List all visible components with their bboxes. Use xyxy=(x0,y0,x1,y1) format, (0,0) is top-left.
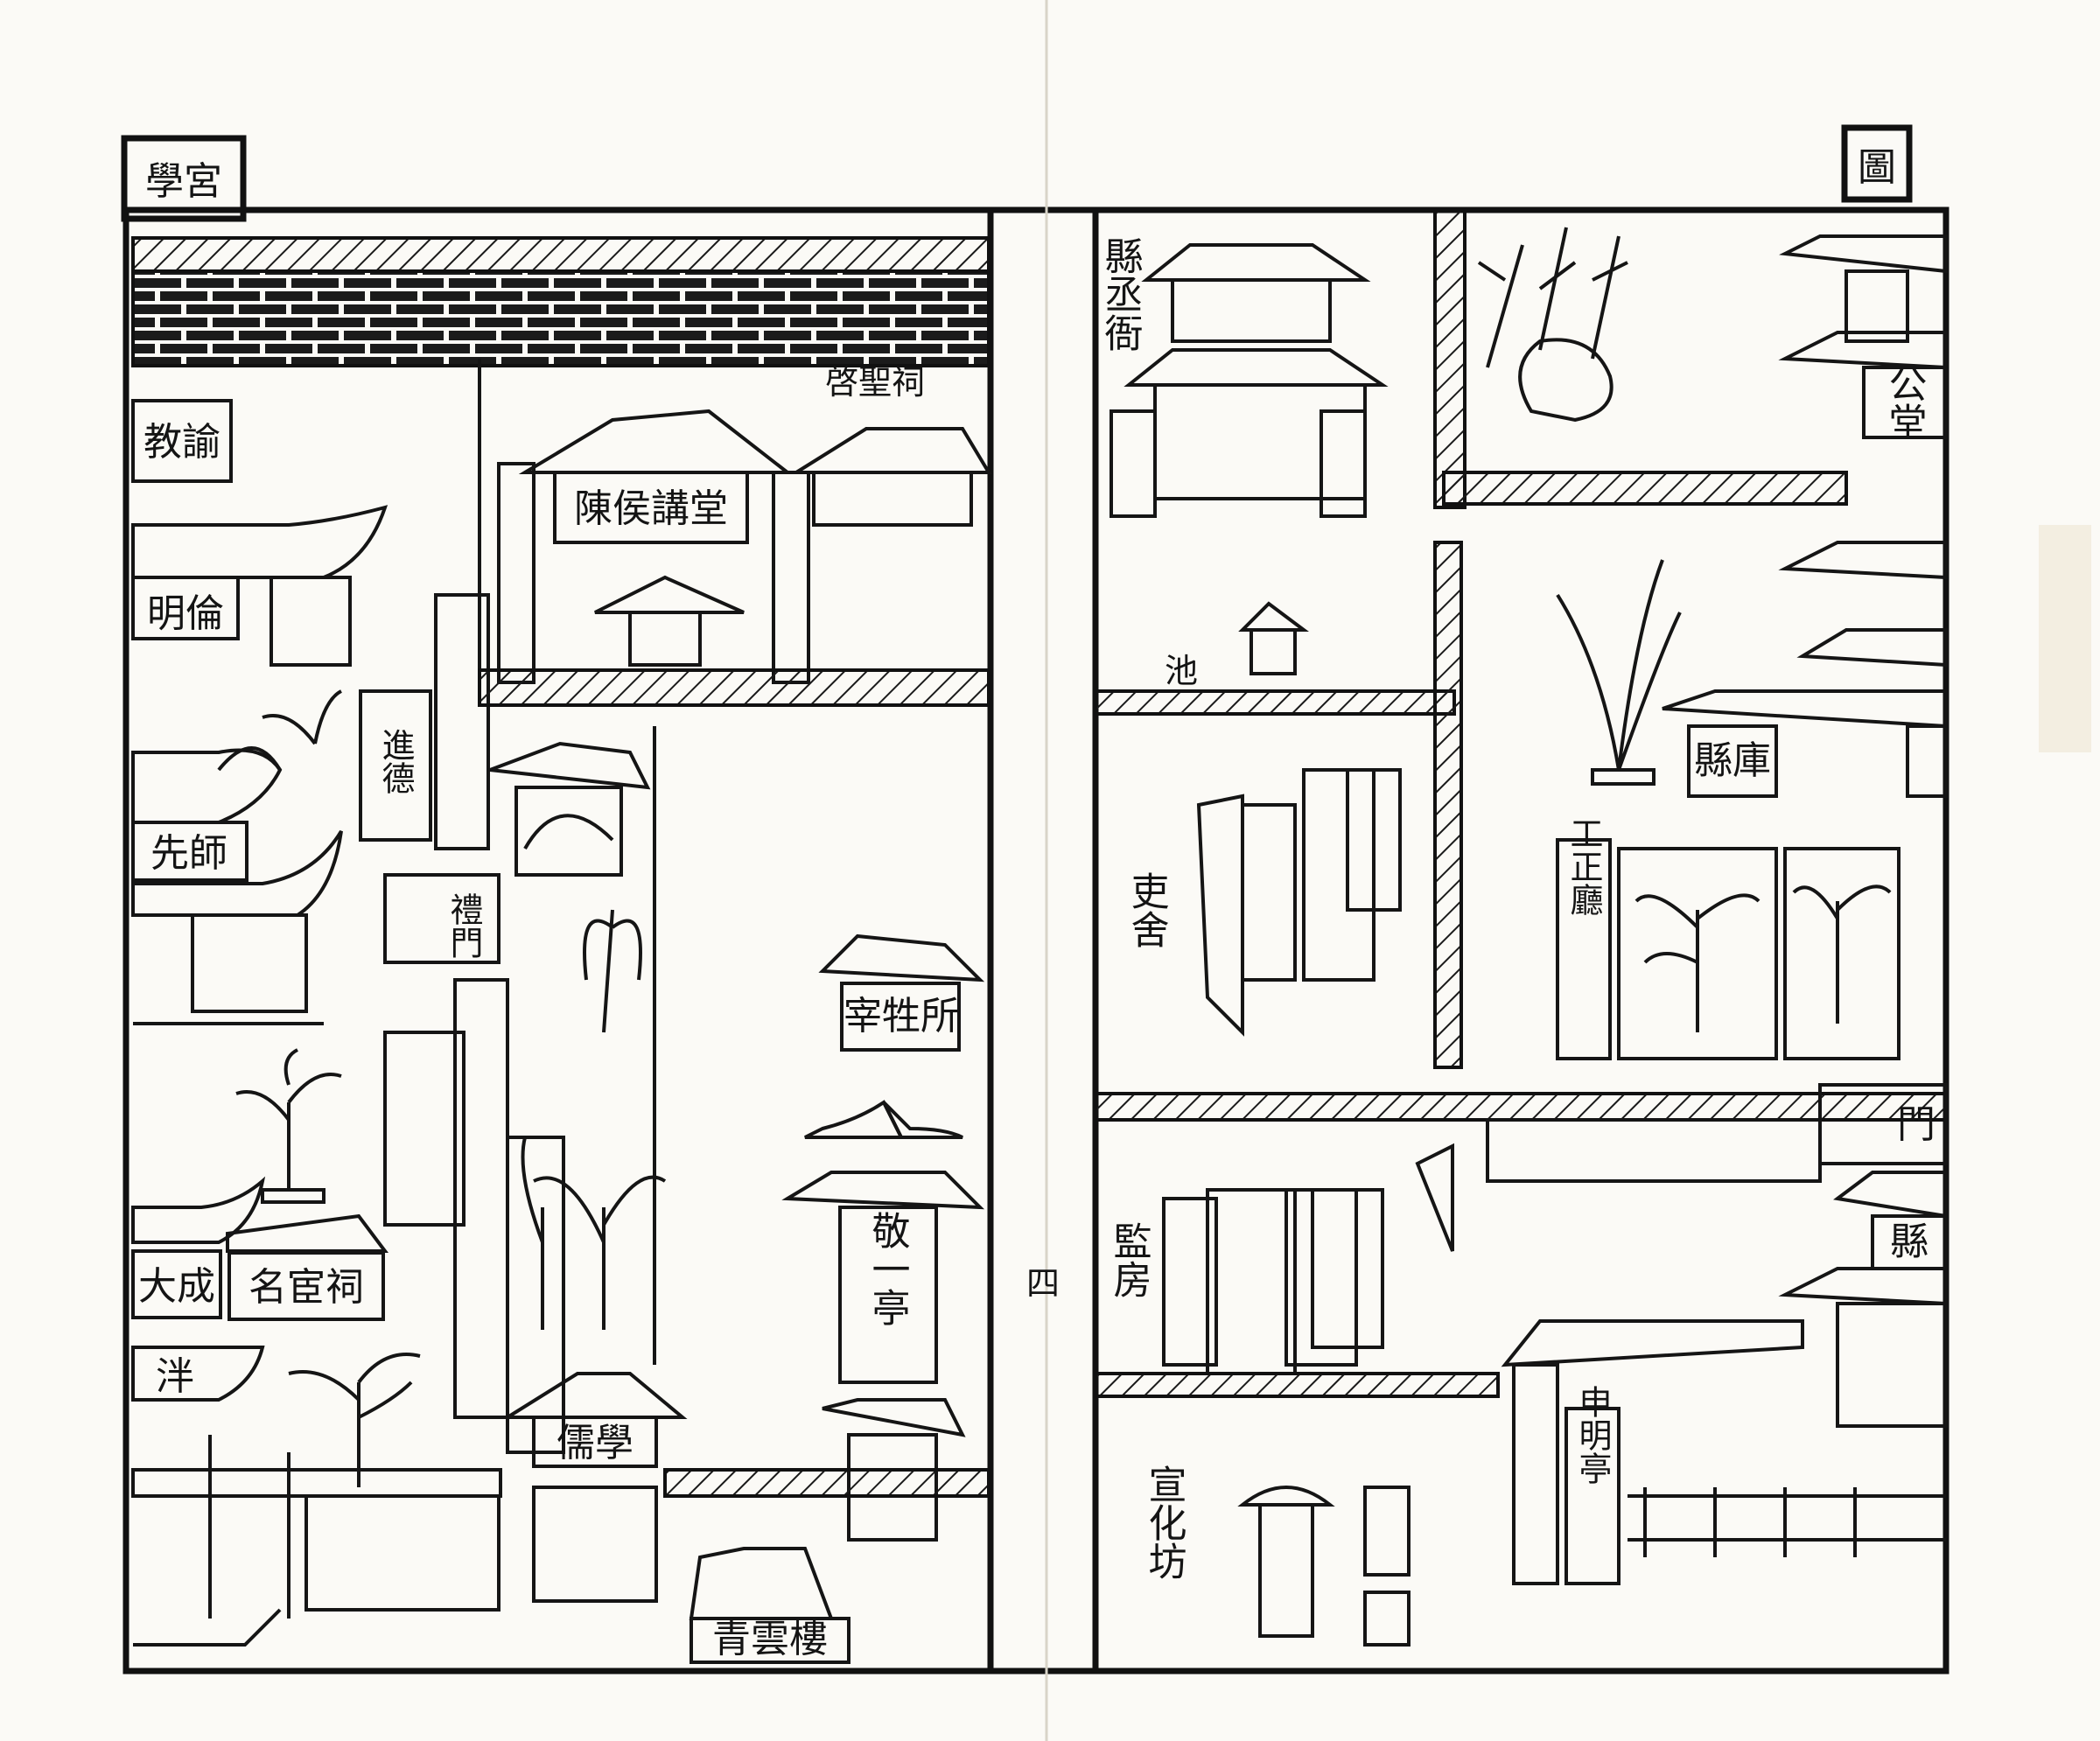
label-xian-shi: 先師 xyxy=(150,831,228,876)
li-she: 吏舍 xyxy=(1124,768,1402,1037)
road-block xyxy=(1486,1118,1822,1183)
south-wall-right xyxy=(1094,1372,1500,1398)
label-xuan-hua-fang: 宣化坊 xyxy=(1142,1465,1186,1580)
label-chen-hou-jiang-tang: 陳侯講堂 xyxy=(574,486,728,531)
xian-ku: 縣庫 xyxy=(1662,689,1948,798)
li-men-gate: 禮門 xyxy=(383,873,500,964)
label-qing-yun-lou: 青雲樓 xyxy=(712,1617,828,1661)
label-xian-cheng-ya: 縣丞衙 xyxy=(1098,236,1144,352)
chen-hou-lecture-hall: 陳侯講堂 xyxy=(478,359,810,684)
willow-tree xyxy=(1556,559,1682,786)
gong-tang: 公堂 xyxy=(1778,234,1948,668)
north-wall xyxy=(131,236,990,367)
ru-xue-gate: 儒學 xyxy=(501,1372,688,1603)
label-jin-de: 進德 xyxy=(376,728,415,794)
xian-shi-hall: 先師 xyxy=(131,746,343,1025)
label-qi-sheng-ci: 啓聖祠 xyxy=(825,363,925,402)
tree-left-1 xyxy=(235,1048,342,1204)
pine-trees xyxy=(1617,847,1900,1060)
fold-mark: 四 xyxy=(1026,1264,1060,1303)
tab-right-label: 圖 xyxy=(1858,145,1896,190)
label-jing-ting: 敬一亭 xyxy=(865,1211,910,1326)
qi-sheng-ci: 啓聖祠 xyxy=(790,363,992,527)
tree-willow xyxy=(583,909,642,1033)
label-jian-fang: 監房 xyxy=(1107,1221,1152,1298)
label-jiao-yu: 教諭 xyxy=(144,420,220,465)
xuan-hua-fang-archway: 宣化坊 xyxy=(1142,1465,1410,1647)
south-wall-left xyxy=(663,1468,990,1498)
gong-zheng-ting: 工正廳 xyxy=(1556,816,1612,1060)
south-fence-left xyxy=(131,1435,502,1647)
qing-yun-lou: 青雲樓 xyxy=(689,1547,850,1664)
label-da-cheng: 大成 xyxy=(138,1264,215,1309)
ci-hua-pond: 池 xyxy=(1094,601,1456,716)
tree-court xyxy=(521,1136,667,1330)
west-wall-right xyxy=(1433,208,1466,509)
zhai-sheng-suo: 宰牲所 xyxy=(818,933,985,1052)
label-xian-ku: 縣庫 xyxy=(1694,738,1771,783)
label-gong-zheng-ting: 工正廳 xyxy=(1564,816,1603,916)
label-chi: 池 xyxy=(1165,652,1198,690)
tab-right-box: 圖 xyxy=(1841,124,1913,203)
ming-huan-ci: 名宦祠 xyxy=(226,1213,388,1321)
label-li-she: 吏舍 xyxy=(1124,871,1169,948)
tree-left-2 xyxy=(262,689,343,745)
inner-wall-right xyxy=(1433,541,1463,1069)
tab-left-label: 學宮 xyxy=(145,159,222,204)
ji-men-gate xyxy=(489,726,656,1365)
jian-fang: 監房 xyxy=(1107,1143,1454,1375)
tab-left-box: 學宮 xyxy=(121,135,247,222)
label-zhai-sheng-suo: 宰牲所 xyxy=(844,994,959,1038)
xian-gate: 縣 xyxy=(1778,1171,1948,1428)
jiao-yu-building: 教諭 xyxy=(131,399,233,483)
xian-cheng-ya: 縣丞衙 xyxy=(1098,236,1389,518)
mid-wall-right xyxy=(1442,471,1848,506)
label-ming-lun: 明倫 xyxy=(147,591,224,636)
label-li-men: 禮門 xyxy=(444,892,483,959)
label-men: 門 xyxy=(1897,1102,1936,1147)
shen-ming-ting: 申明亭 xyxy=(1501,1319,1946,1585)
label-gong-tang: 公堂 xyxy=(1882,364,1927,441)
label-pan: 泮 xyxy=(156,1354,194,1399)
middle-wall xyxy=(478,668,990,707)
label-xian: 縣 xyxy=(1890,1220,1928,1264)
map-frame xyxy=(122,206,1950,1675)
jin-de-hall: 進德 xyxy=(359,593,490,850)
label-shen-ming-ting: 申明亭 xyxy=(1573,1385,1612,1485)
jing-ting-pavilion: 敬一亭 xyxy=(781,1100,985,1384)
bamboo-rockery xyxy=(1477,227,1628,423)
label-ru-xue: 儒學 xyxy=(556,1421,634,1465)
pan-pond: 泮 xyxy=(131,1346,265,1402)
label-ming-huan-ci: 名宦祠 xyxy=(248,1265,364,1310)
tree-pan xyxy=(288,1353,421,1487)
ming-lun-hall: 明倫 xyxy=(131,505,388,667)
